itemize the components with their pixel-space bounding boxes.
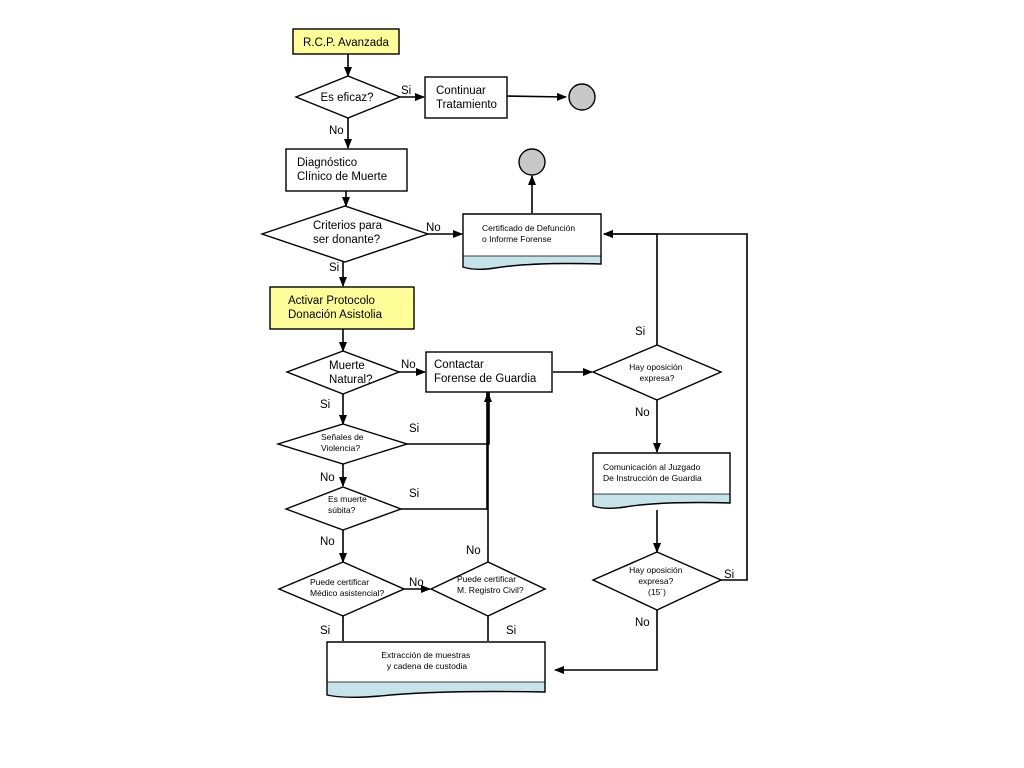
- criterios-label: Criterios para ser donante?: [313, 220, 385, 246]
- medico-diamond: [277, 561, 406, 617]
- eficaz-diamond: [294, 75, 402, 119]
- edge-label-registro-no: No: [466, 545, 481, 557]
- extraccion-document: [326, 641, 546, 698]
- comunicacion-document: [592, 452, 731, 509]
- certificado-label: Certificado de Defunción o Informe Foren…: [482, 223, 577, 244]
- criterios-diamond: [259, 205, 431, 263]
- node-oposicion-expresa-1: Hay oposición expresa?: [591, 344, 723, 401]
- node-contactar-forense: Contactar Forense de Guardia: [425, 351, 553, 393]
- subita-diamond: [284, 486, 404, 531]
- rcp-box: [292, 28, 400, 55]
- node-activar-protocolo: Activar Protocolo Donación Asistolia: [269, 286, 415, 330]
- oposicion1-diamond: [591, 344, 723, 401]
- senales-diamond: [275, 423, 410, 465]
- oposicion2-diamond: [591, 551, 723, 611]
- edge-label-oposicion2-si: Si: [724, 569, 734, 581]
- edge-label-muerte-si: Si: [320, 399, 330, 411]
- edge-label-subita-si: Si: [409, 488, 419, 500]
- node-es-eficaz: Es eficaz?: [294, 75, 402, 119]
- activar-label: Activar Protocolo Donación Asistolia: [288, 295, 383, 321]
- edge-label-eficaz-si: Si: [401, 85, 411, 97]
- connector-senales-si-to-contactar: [407, 392, 490, 445]
- node-criterios-donante: Criterios para ser donante?: [259, 205, 431, 263]
- extraccion-band: [327, 682, 545, 698]
- oposicion2-label: Hay oposición expresa? (15´): [629, 565, 685, 597]
- edge-label-registro-si: Si: [506, 625, 516, 637]
- comunicacion-label: Comunicación al Juzgado De Instrucción d…: [603, 462, 703, 483]
- connector-oposicion2-to-extraccion: [554, 610, 658, 674]
- edge-label-criterios-si: Si: [329, 262, 339, 274]
- diagnostico-box: [285, 148, 408, 192]
- edge-label-senales-si: Si: [409, 423, 419, 435]
- node-puede-certificar-medico: Puede certificar Médico asistencial?: [277, 561, 406, 617]
- senales-label: Señales de Violencia?: [321, 432, 366, 453]
- edge-label-criterios-no: No: [426, 222, 441, 234]
- contactar-box: [425, 351, 553, 393]
- node-diagnostico: Diagnóstico Clínico de Muerte: [285, 148, 408, 192]
- rcp-label: R.C.P. Avanzada: [303, 37, 389, 49]
- node-oposicion-expresa-2: Hay oposición expresa? (15´): [591, 551, 723, 611]
- muerte-label: Muerte Natural?: [329, 360, 372, 386]
- edge-label-eficaz-no: No: [329, 125, 344, 137]
- extraccion-label: Extracción de muestras y cadena de custo…: [381, 650, 472, 671]
- muerte-diamond: [285, 350, 401, 395]
- edge-labels: Si No No Si Si No Si No Si No Si No No N…: [320, 85, 734, 637]
- end-terminal-certificado: [518, 148, 546, 176]
- activar-box: [269, 286, 415, 330]
- node-certificado-defuncion: Certificado de Defunción o Informe Foren…: [462, 213, 602, 270]
- connector-oposicion2-si-to-certificado: [603, 230, 748, 581]
- continuar-box: [424, 76, 508, 119]
- node-extraccion-muestras: Extracción de muestras y cadena de custo…: [326, 641, 546, 698]
- continuar-label: Continuar Tratamiento: [436, 85, 497, 111]
- registro-label: Puede certificar M. Registro Civil?: [457, 574, 524, 595]
- oposicion1-label: Hay oposición expresa?: [629, 362, 685, 383]
- contactar-label: Contactar Forense de Guardia: [434, 359, 537, 385]
- connectors: [339, 54, 748, 674]
- edge-label-medico-si: Si: [320, 625, 330, 637]
- eficaz-label: Es eficaz?: [320, 92, 373, 104]
- medico-label: Puede certificar Médico asistencial?: [310, 577, 384, 598]
- edge-label-senales-no: No: [320, 472, 335, 484]
- node-muerte-natural: Muerte Natural?: [285, 350, 401, 395]
- node-senales-violencia: Señales de Violencia?: [275, 423, 410, 465]
- registro-diamond: [429, 561, 547, 617]
- connector-oposicion1-si-to-certificado: [603, 230, 658, 346]
- edge-label-oposicion1-si: Si: [635, 326, 645, 338]
- node-puede-certificar-registro: Puede certificar M. Registro Civil?: [429, 561, 547, 617]
- node-comunicacion-juzgado: Comunicación al Juzgado De Instrucción d…: [592, 452, 731, 509]
- connector-continuar-to-terminal: [506, 92, 567, 101]
- comunicacion-band: [593, 494, 730, 509]
- edge-label-oposicion2-no: No: [635, 617, 650, 629]
- certificado-band: [463, 256, 601, 270]
- edge-label-muerte-no: No: [401, 359, 416, 371]
- end-terminal-continuar: [568, 83, 596, 111]
- node-rcp-avanzada: R.C.P. Avanzada: [292, 28, 400, 55]
- connector-subita-si-to-contactar: [401, 392, 488, 510]
- node-muerte-subita: Es muerte súbita?: [284, 486, 404, 531]
- edge-label-medico-no: No: [409, 577, 424, 589]
- certificado-document: [462, 213, 602, 270]
- edge-label-oposicion1-no: No: [635, 407, 650, 419]
- diagnostico-label: Diagnóstico Clínico de Muerte: [297, 157, 387, 183]
- subita-label: Es muerte súbita?: [328, 494, 369, 515]
- edge-label-subita-no: No: [320, 536, 335, 548]
- node-continuar-tratamiento: Continuar Tratamiento: [424, 76, 508, 119]
